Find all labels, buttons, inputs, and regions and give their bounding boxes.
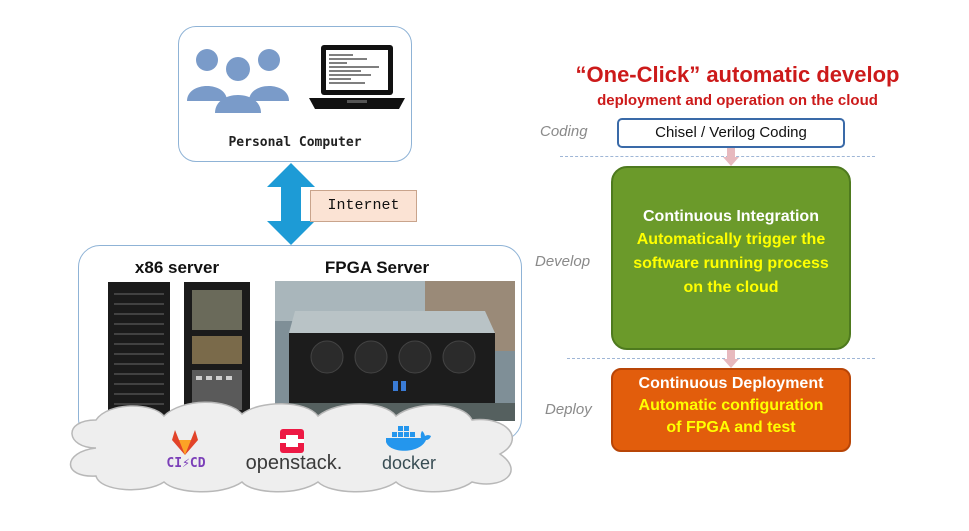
cd-title: Continuous Deployment	[638, 375, 824, 392]
openstack-icon	[280, 429, 304, 453]
ci-title: Continuous Integration	[643, 208, 819, 225]
gitlab-icon	[172, 430, 198, 455]
down-arrow-icon	[723, 148, 739, 166]
ci-line-1: Automatically trigger the	[636, 231, 826, 248]
cicd-logo-text: CI⚡CD	[166, 456, 206, 471]
coding-box: Chisel / Verilog Coding	[617, 118, 845, 148]
one-click-subtitle: deployment and operation on the cloud	[597, 92, 878, 109]
continuous-integration-box: Continuous Integration Automatically tri…	[611, 166, 851, 350]
continuous-deployment-box: Continuous Deployment Automatic configur…	[611, 368, 851, 452]
personal-computer-box: Personal Computer	[178, 26, 412, 162]
fpga-server-title: FPGA Server	[324, 258, 430, 277]
stage-deploy-label: Deploy	[545, 401, 592, 418]
laptop-icon	[309, 45, 405, 109]
one-click-title: “One-Click” automatic develop	[575, 62, 900, 87]
internet-label: Internet	[310, 190, 417, 222]
x86-server-title: x86 server	[134, 258, 220, 277]
docker-icon	[386, 426, 431, 451]
double-arrow-icon	[267, 163, 315, 245]
down-arrow-icon	[723, 350, 739, 368]
cd-line-2: of FPGA and test	[666, 419, 796, 436]
openstack-logo-text: openstack.	[245, 452, 343, 474]
divider-line-1	[560, 156, 875, 157]
ci-line-2: software running process	[633, 255, 829, 272]
divider-line-2	[567, 358, 875, 359]
docker-logo-text: docker	[381, 453, 437, 473]
users-icon	[187, 49, 289, 113]
cd-line-1: Automatic configuration	[638, 397, 824, 414]
ci-line-3: on the cloud	[683, 279, 779, 296]
stage-coding-label: Coding	[540, 123, 588, 140]
stage-develop-label: Develop	[535, 253, 591, 270]
personal-computer-label: Personal Computer	[228, 135, 362, 150]
